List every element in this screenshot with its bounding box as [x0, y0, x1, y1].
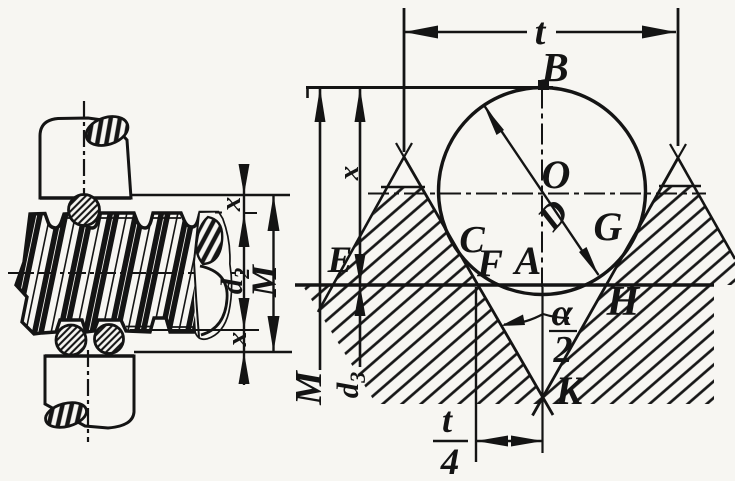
svg-text:O: O — [542, 152, 571, 197]
svg-text:K: K — [555, 368, 585, 413]
svg-text:A: A — [512, 238, 542, 283]
svg-text:M: M — [288, 370, 330, 406]
svg-text:H: H — [606, 279, 641, 325]
svg-text:M: M — [244, 263, 284, 298]
svg-text:t: t — [535, 11, 547, 53]
svg-text:4: 4 — [440, 442, 460, 481]
svg-text:E: E — [327, 240, 353, 281]
svg-text:x: x — [333, 166, 365, 182]
svg-text:α: α — [551, 292, 573, 334]
svg-text:G: G — [594, 204, 623, 249]
svg-text:F: F — [476, 242, 503, 285]
svg-text:t: t — [442, 400, 453, 440]
svg-text:x: x — [215, 197, 247, 213]
svg-text:2: 2 — [553, 329, 573, 371]
svg-text:x: x — [221, 332, 253, 348]
svg-text:C: C — [459, 219, 485, 261]
